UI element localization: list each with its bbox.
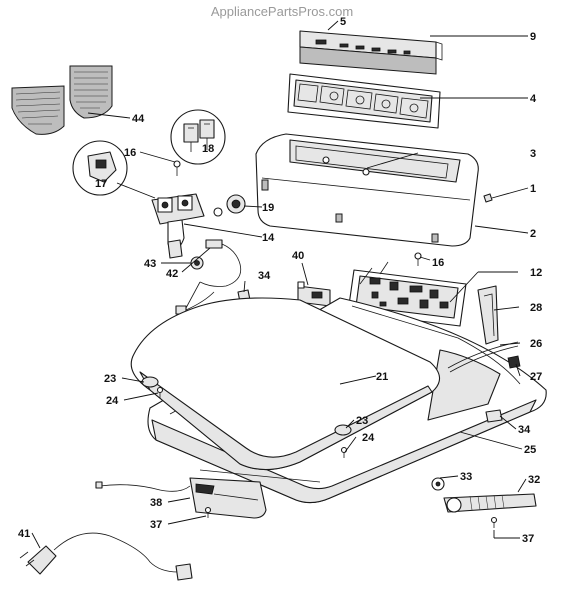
leader-lines — [31, 20, 529, 549]
part-1-clip — [483, 193, 493, 203]
part-33-clamp — [431, 477, 445, 491]
callout-18: 18 — [202, 143, 214, 155]
part-12-control-board — [347, 261, 467, 327]
callout-23-right: 23 — [356, 415, 368, 427]
part-32-inlet-hose — [443, 493, 537, 513]
watermark: AppliancePartsPros.com — [211, 4, 353, 19]
callout-37-right: 37 — [522, 533, 534, 545]
callout-38: 38 — [150, 497, 162, 509]
part-21-lid — [130, 297, 441, 471]
part-9-display-overlay — [299, 30, 443, 75]
part-37-screw-left — [204, 506, 212, 518]
callout-19: 19 — [262, 202, 274, 214]
wire-harness — [95, 481, 191, 492]
part-34-clip-lower — [485, 409, 503, 423]
callout-9: 9 — [530, 31, 536, 43]
callout-3: 3 — [530, 148, 536, 160]
callout-37-left: 37 — [150, 519, 162, 531]
part-27-clip — [507, 355, 521, 369]
callout-42: 42 — [166, 268, 178, 280]
part-42-sensor-harness — [175, 239, 242, 315]
callout-27: 27 — [530, 371, 542, 383]
callout-12: 12 — [530, 267, 542, 279]
part-16-screw-upper — [173, 160, 181, 176]
callout-2: 2 — [530, 228, 536, 240]
callout-32: 32 — [528, 474, 540, 486]
part-44-shell-pieces — [11, 65, 113, 135]
callout-21: 21 — [376, 371, 388, 383]
callout-16-upper: 16 — [124, 147, 136, 159]
callout-1: 1 — [530, 183, 536, 195]
part-37-screw-right — [490, 516, 498, 528]
part-23-bumper-right — [334, 424, 352, 436]
callout-28: 28 — [530, 302, 542, 314]
callout-16-lower: 16 — [432, 257, 444, 269]
part-41-power-cord — [19, 532, 193, 581]
callout-4: 4 — [530, 93, 537, 105]
callout-34-lower: 34 — [518, 424, 531, 436]
callout-44: 44 — [132, 113, 145, 125]
callout-labels: 5 9 4 44 16 18 3 17 1 19 2 14 40 16 43 4… — [18, 16, 542, 545]
part-16-screw-lower — [414, 252, 422, 266]
callout-43: 43 — [144, 258, 156, 270]
part-14-water-valve — [151, 193, 205, 259]
callout-33: 33 — [460, 471, 472, 483]
callout-17: 17 — [95, 178, 107, 190]
callout-24-left: 24 — [106, 395, 119, 407]
callout-40: 40 — [292, 250, 304, 262]
part-24-screw-left — [156, 386, 164, 398]
callout-5: 5 — [340, 16, 346, 28]
callout-26: 26 — [530, 338, 542, 350]
part-4-control-panel-frame — [287, 73, 441, 129]
part-38-cord-cover — [189, 477, 267, 519]
callout-41: 41 — [18, 528, 30, 540]
callout-25: 25 — [524, 444, 536, 456]
part-23-bumper-left — [141, 376, 159, 388]
part-17-valve-detail — [72, 140, 128, 196]
callout-23-left: 23 — [104, 373, 116, 385]
part-19-knob — [213, 194, 246, 217]
part-2-console-housing — [255, 133, 479, 247]
callout-24-right: 24 — [362, 432, 375, 444]
callout-14: 14 — [262, 232, 275, 244]
part-28-bracket — [477, 285, 499, 345]
callout-34-upper: 34 — [258, 270, 271, 282]
part-18-connector-detail — [170, 109, 226, 165]
